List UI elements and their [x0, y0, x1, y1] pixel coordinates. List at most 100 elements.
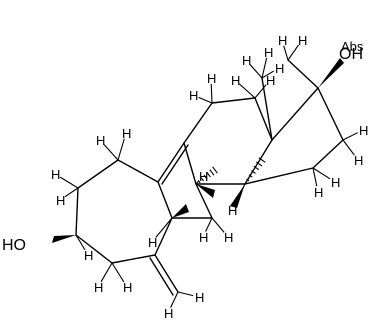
hydrogen-atom-label: H: [275, 61, 284, 76]
bond: [271, 87, 319, 141]
abs-stereo-label: Abs: [341, 39, 364, 54]
bond: [244, 167, 314, 185]
hydrogen-atom-label: H: [56, 193, 65, 208]
hydrogen-atom-label: H: [231, 73, 240, 88]
bond: [157, 181, 173, 219]
hydrogen-atom-label: H: [199, 169, 208, 184]
wedge-bond: [318, 58, 344, 88]
hashed-bonds: [197, 157, 266, 184]
hydrogen-bond: [249, 64, 263, 79]
hydrogen-bond: [254, 84, 267, 99]
hash-segment: [203, 174, 208, 180]
hydrogen-bond: [283, 45, 289, 61]
hydrogen-bond: [312, 167, 331, 180]
bond: [254, 97, 273, 141]
hydrogen-bond: [177, 291, 194, 297]
hydrogen-atom-label: H: [148, 235, 157, 250]
bond: [77, 159, 119, 189]
bond: [244, 139, 273, 185]
hydrogen-atom-label: H: [51, 167, 60, 182]
hydrogen-bond: [198, 96, 213, 104]
hydrogen-bond: [234, 183, 246, 205]
bond: [75, 234, 113, 264]
hydrogen-atom-label: H: [189, 88, 198, 103]
bond-exocyclic-double: [154, 254, 179, 293]
bond: [154, 217, 173, 256]
bond-methyl: [287, 59, 319, 89]
hydrogen-bond: [312, 167, 318, 187]
hydrogen-bond: [342, 139, 355, 156]
hydrogen-atom-label: H: [354, 153, 363, 168]
bond-exocyclic-double-inner: [149, 257, 174, 296]
hydrogen-atom-label: H: [266, 73, 275, 88]
hydrogen-atom-label: H: [195, 290, 204, 305]
bond: [211, 97, 256, 104]
wedge-bond: [230, 184, 245, 208]
hydrogen-atom-label: H: [94, 280, 103, 295]
hydrogen-bond: [170, 291, 179, 308]
bond: [157, 142, 185, 183]
hash-segment: [248, 174, 253, 178]
hydrogen-bonds: [59, 44, 358, 308]
hydrogen-atom-label: H: [122, 126, 131, 141]
hydrogen-atom-label: H: [164, 306, 173, 321]
hydrogen-bond: [210, 83, 213, 104]
hydrogen-bond: [261, 70, 275, 79]
hydrogen-atom-label: H: [224, 230, 233, 245]
hydrogen-atom-label: H: [359, 123, 368, 138]
hydrogen-atom-label: H: [242, 53, 251, 68]
hydrogen-atom-label: H: [199, 230, 208, 245]
bond: [183, 142, 197, 185]
hash-segment: [251, 170, 256, 174]
hydrogen-bond: [103, 144, 119, 161]
hash-segment: [258, 157, 266, 163]
hydrogen-bond: [100, 262, 113, 283]
hydrogen-bond: [261, 57, 268, 79]
hydrogen-bond: [111, 262, 125, 283]
hydrogen-bond: [155, 217, 173, 238]
hydrogen-bond: [287, 44, 300, 61]
hash-segment: [253, 165, 260, 171]
wedge-bond: [52, 235, 76, 243]
bond: [75, 187, 79, 236]
hydrogen-bond: [75, 234, 86, 251]
hydrogen-atom-label: H: [278, 33, 287, 48]
bond: [317, 87, 344, 141]
bond: [183, 102, 213, 144]
bond: [117, 159, 159, 183]
hydrogen-bond: [239, 83, 256, 99]
hash-segment: [200, 177, 204, 182]
hydrogen-atom-label: H: [84, 248, 93, 263]
hydrogen-bond: [59, 176, 79, 189]
hash-segment: [209, 169, 215, 176]
hydrogen-atom-label: H: [207, 71, 216, 86]
hydrogen-atom-label: H: [264, 45, 273, 60]
hydrogen-atom-label: H: [314, 185, 323, 200]
hydrogen-atom-label: H: [123, 280, 132, 295]
hash-segment: [246, 178, 250, 182]
hydroxyl-label-right: OH: [339, 46, 363, 63]
bond: [111, 254, 156, 264]
hydrogen-bond: [117, 138, 125, 161]
hydroxyl-label-left: HO: [2, 237, 26, 254]
hydrogen-bond: [195, 180, 200, 185]
wedge-bond: [172, 204, 189, 218]
stereo-bonds: [52, 58, 344, 243]
hydrogen-bond: [64, 187, 79, 198]
hydrogen-bond: [342, 132, 358, 141]
skeleton-bonds: [75, 59, 344, 296]
hydrogen-atom-label: H: [96, 133, 105, 148]
hydrogen-atom-label: H: [298, 33, 307, 48]
hash-segment: [255, 161, 263, 167]
hydrogen-bond: [211, 217, 225, 233]
hydrogen-atom-label: H: [331, 175, 340, 190]
wedge-bond: [196, 184, 215, 198]
atom-labels: HO OH Abs: [2, 39, 364, 254]
hydrogen-bond: [205, 217, 213, 232]
bond-double-inner: [161, 144, 189, 185]
bond: [312, 139, 344, 169]
bond: [195, 183, 213, 219]
